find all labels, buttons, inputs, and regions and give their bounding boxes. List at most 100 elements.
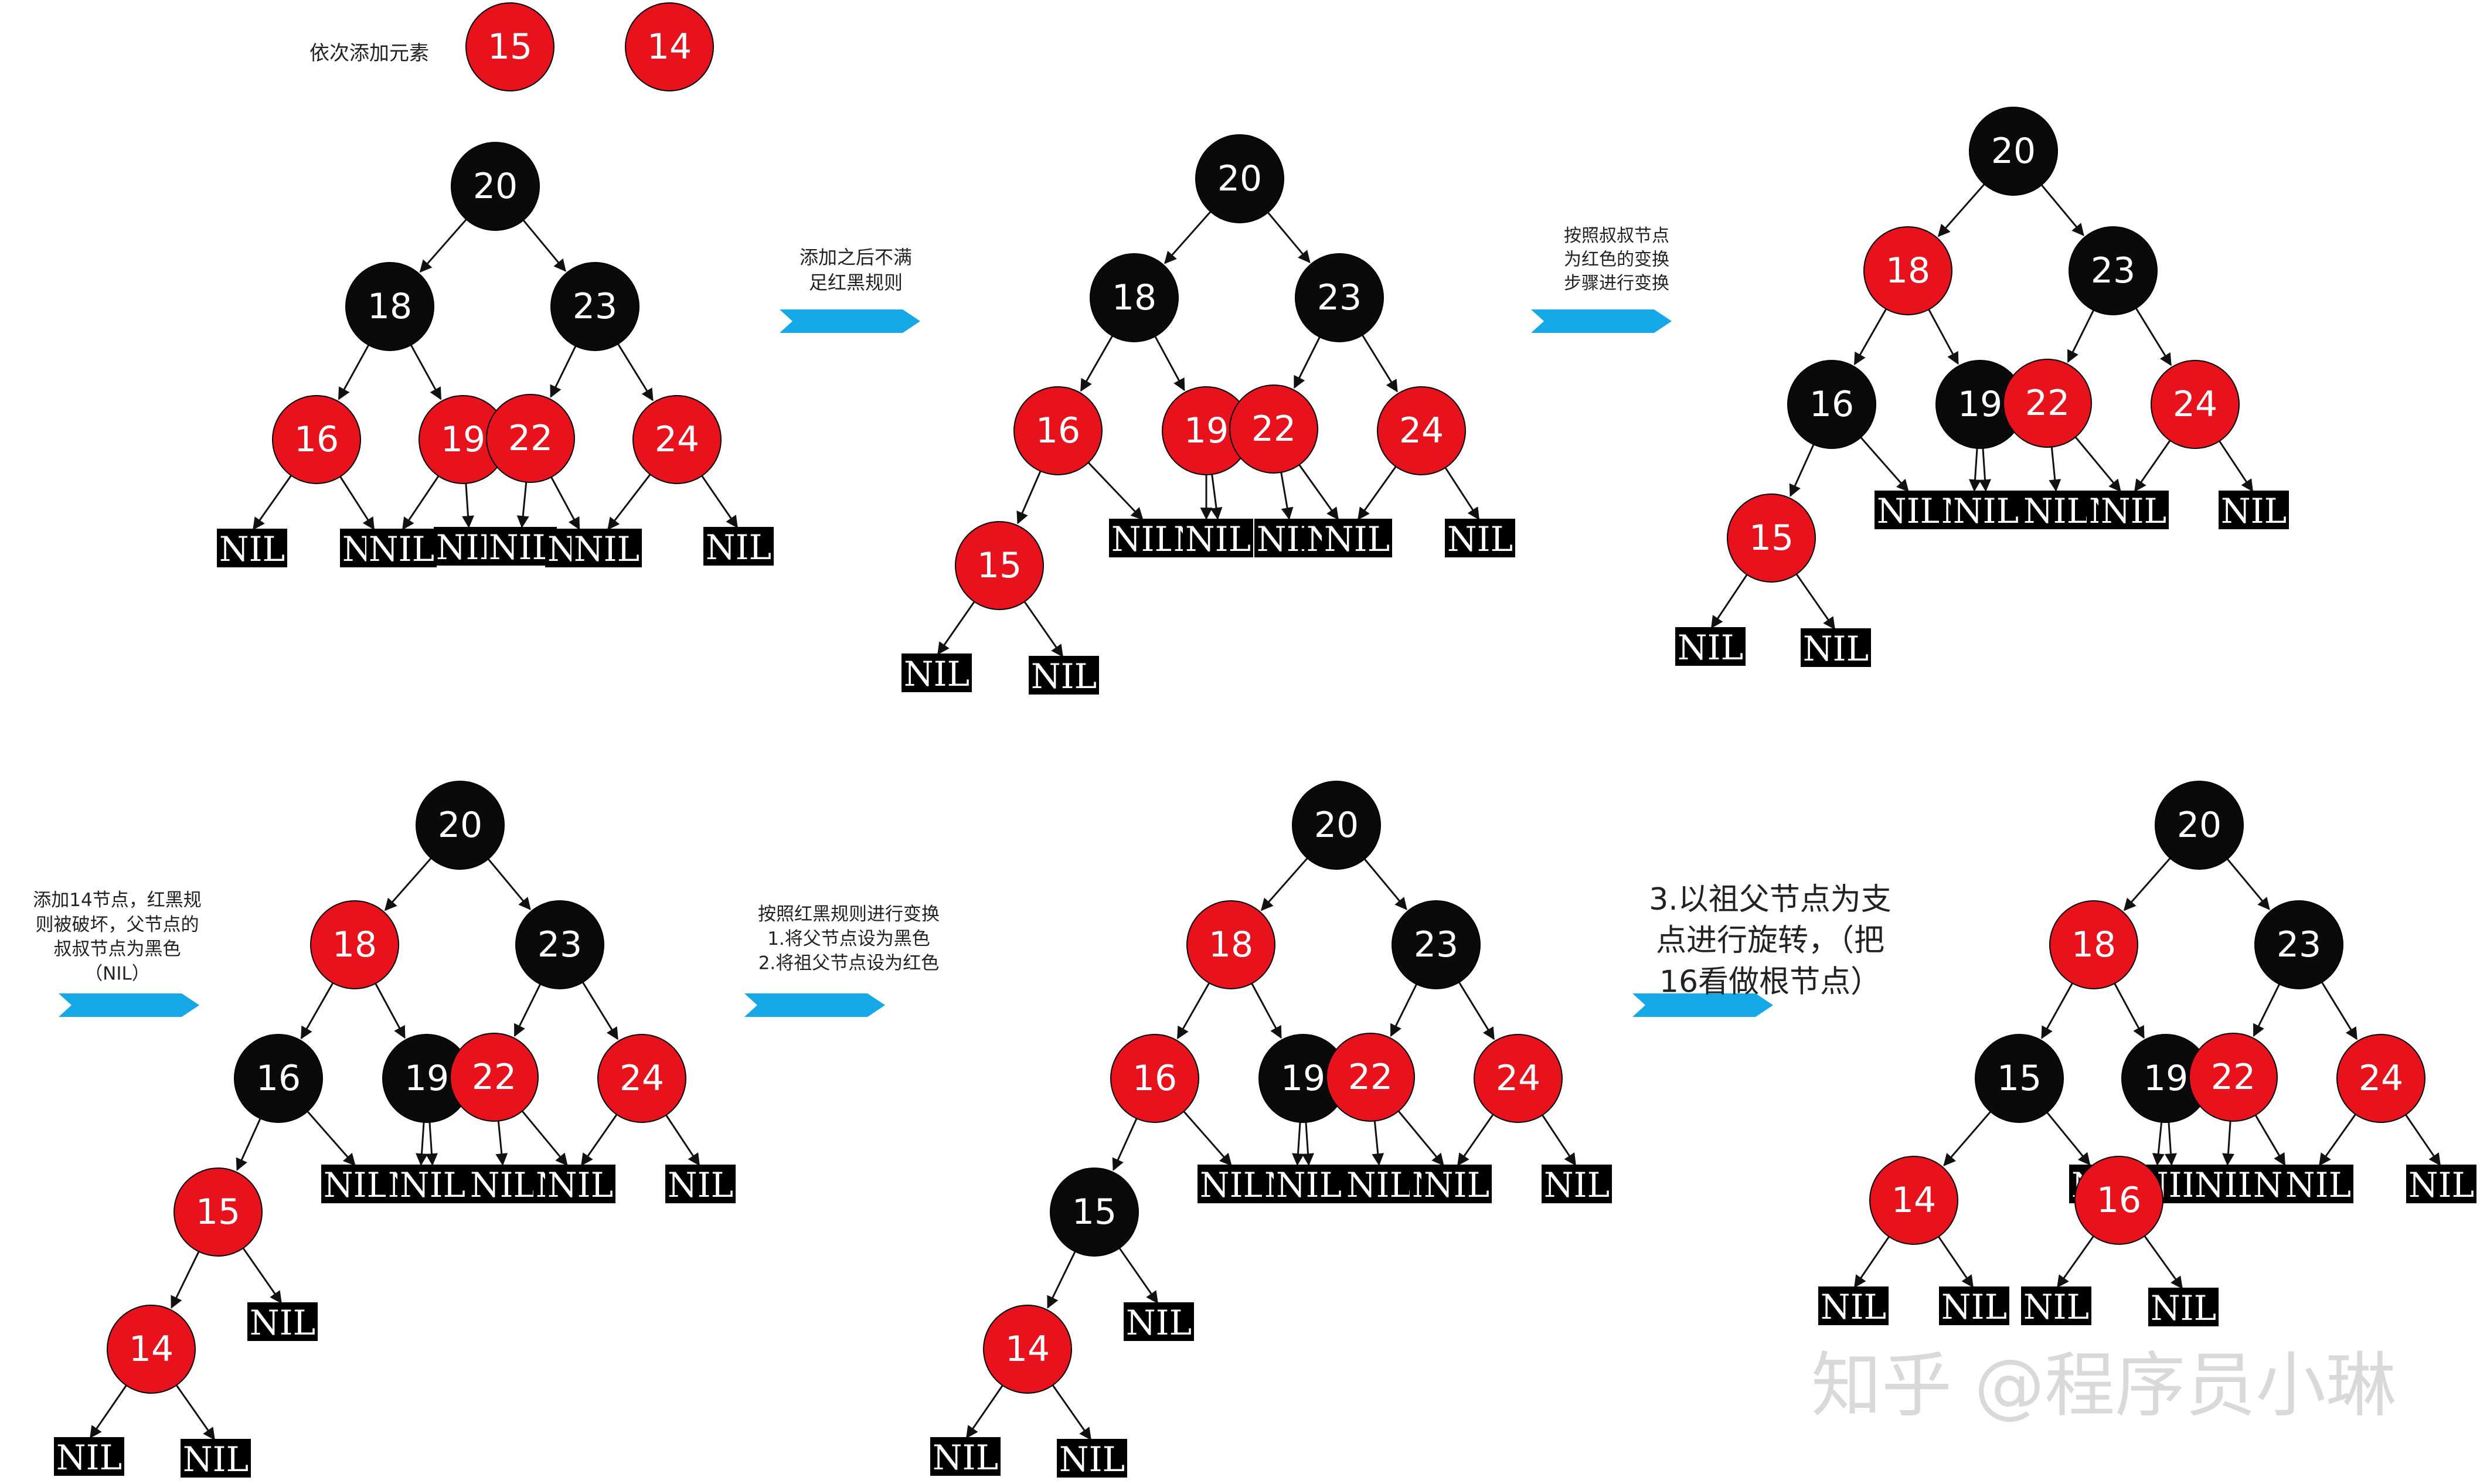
step-5-edge-4	[1390, 983, 1418, 1037]
step-4-nil-leaf-0: NIL	[321, 1165, 392, 1205]
step-arrow-5	[1632, 993, 1773, 1017]
step-3-nil-edge-2	[1979, 448, 1991, 492]
step-1-edge-4	[550, 345, 577, 398]
nil-box	[2021, 1286, 2091, 1325]
step-3-nil-edge-0	[1860, 437, 1909, 492]
tree-node-circle	[1863, 226, 1952, 315]
step-4-node-20: 20	[416, 781, 505, 870]
tree-node-label: 16	[2097, 1180, 2141, 1221]
step-4-nil-edge-0	[307, 1111, 356, 1166]
nil-box	[930, 1437, 1001, 1476]
step-3-edge-1	[2040, 184, 2084, 236]
tree-node-circle	[1013, 386, 1103, 475]
tree-node-circle	[2049, 900, 2138, 989]
tree-node-circle	[1050, 1168, 1139, 1257]
notes-layer: 依次添加元素添加之后不满足红黑规则按照叔叔节点为红色的变换步骤进行变换添加14节…	[33, 42, 1892, 999]
note-line: 添加14节点，红黑规	[33, 890, 201, 911]
step-1-nil-edge-2	[402, 475, 440, 530]
pending-node-15: 15	[465, 2, 554, 91]
step-6-node-24: 24	[2336, 1034, 2425, 1123]
tree-node-label: 15	[1072, 1192, 1117, 1233]
step-5-nil-leaf-2: NIL	[1274, 1165, 1344, 1205]
tree-node-label: 20	[1314, 805, 1359, 846]
step-6-nil-edge-4	[2319, 1114, 2356, 1166]
step-2-edge-3	[1154, 336, 1185, 392]
tree-node-label: 18	[1209, 924, 1253, 965]
step-2-edge-2	[1080, 335, 1114, 392]
step-4-node-23: 23	[515, 900, 604, 989]
step-5-edge-3	[1251, 983, 1282, 1039]
step-4-nil-leaf-8: NIL	[54, 1437, 124, 1478]
step-4-node-15: 15	[174, 1168, 263, 1257]
step-4-edge-6	[236, 1118, 261, 1171]
nil-label: NIL	[1185, 519, 1251, 559]
step-5-node-20: 20	[1292, 781, 1381, 870]
step-2-edge-1	[1267, 212, 1311, 264]
tree-node-label: 22	[2211, 1057, 2256, 1098]
nil-label: NIL	[668, 1165, 733, 1205]
note-line: 16看做根节点）	[1659, 964, 1881, 999]
step-6-node-14: 14	[1869, 1156, 1958, 1245]
tree-node-circle	[625, 2, 714, 91]
tree-node-circle	[2254, 900, 2343, 989]
step-5-nil-leaf-9: NIL	[1057, 1439, 1127, 1479]
step-4-node-16: 16	[234, 1034, 323, 1123]
note-line: 3.以祖父节点为支	[1649, 882, 1892, 917]
note-line: 添加之后不满	[800, 246, 912, 268]
step-1-nil-leaf-6: NIL	[571, 529, 642, 569]
step-6-edge-6	[1943, 1111, 1992, 1166]
step-2-node-19: 19	[1162, 386, 1251, 475]
nil-box	[901, 653, 972, 692]
step-arrow-4	[744, 993, 885, 1017]
nil-box	[1951, 491, 2021, 529]
tree-node-label: 20	[1217, 158, 1262, 199]
step-6-nil-edge-3	[2254, 1114, 2286, 1166]
step-2-edge-4	[1293, 336, 1321, 389]
tree-node-circle	[1295, 253, 1384, 342]
step-4-edge-7	[171, 1251, 200, 1309]
step-4-node-14: 14	[107, 1305, 196, 1394]
step-6-nil-leaf-7: NIL	[1818, 1286, 1889, 1327]
tree-node-circle	[107, 1305, 196, 1394]
nil-label: NIL	[2023, 491, 2089, 531]
step-5-nil-leaf-3: NIL	[1344, 1165, 1414, 1205]
tree-node-label: 14	[1892, 1180, 1936, 1221]
step-3-node-23: 23	[2069, 226, 2158, 315]
step-1-nil-edge-5	[550, 476, 580, 530]
step-4-edge-0	[384, 857, 432, 911]
step-5-node-22: 22	[1326, 1033, 1415, 1122]
step-5-edge-7	[1047, 1251, 1076, 1309]
step-4-edge-5	[581, 982, 618, 1040]
tree-node-circle	[2003, 359, 2092, 448]
step-6-edge-1	[2226, 858, 2270, 910]
nil-box	[181, 1439, 251, 1478]
step-1-node-18: 18	[345, 262, 434, 351]
tree-node-label: 20	[438, 805, 482, 846]
nil-box	[1875, 491, 1945, 529]
tree-node-label: 19	[1958, 384, 2002, 425]
nil-label: NIL	[1346, 1165, 1412, 1205]
step-2-nil-edge-0	[1087, 462, 1144, 520]
step-6-edge-5	[2321, 982, 2357, 1040]
nil-label: NIL	[1941, 1287, 2007, 1327]
step-3-nil-edge-4	[2074, 436, 2121, 492]
nil-box	[665, 1165, 736, 1203]
nil-box	[54, 1437, 124, 1476]
nil-box	[545, 1165, 615, 1203]
nil-label: NIL	[2285, 1165, 2351, 1205]
step-4-nil-leaf-3: NIL	[468, 1165, 538, 1205]
step-2-edge-0	[1164, 211, 1212, 264]
tree-node-circle	[174, 1168, 263, 1257]
step-5-nil-edge-1	[1292, 1122, 1304, 1166]
step-1-node-24: 24	[632, 395, 722, 484]
step-5-node-14: 14	[983, 1305, 1072, 1394]
tree-node-label: 18	[2071, 924, 2116, 965]
tree-node-circle	[465, 2, 554, 91]
tree-node-circle	[2189, 1033, 2278, 1122]
step-2-node-22: 22	[1229, 384, 1318, 474]
tree-node-circle	[1229, 384, 1318, 474]
step-3-edge-0	[1937, 183, 1985, 237]
